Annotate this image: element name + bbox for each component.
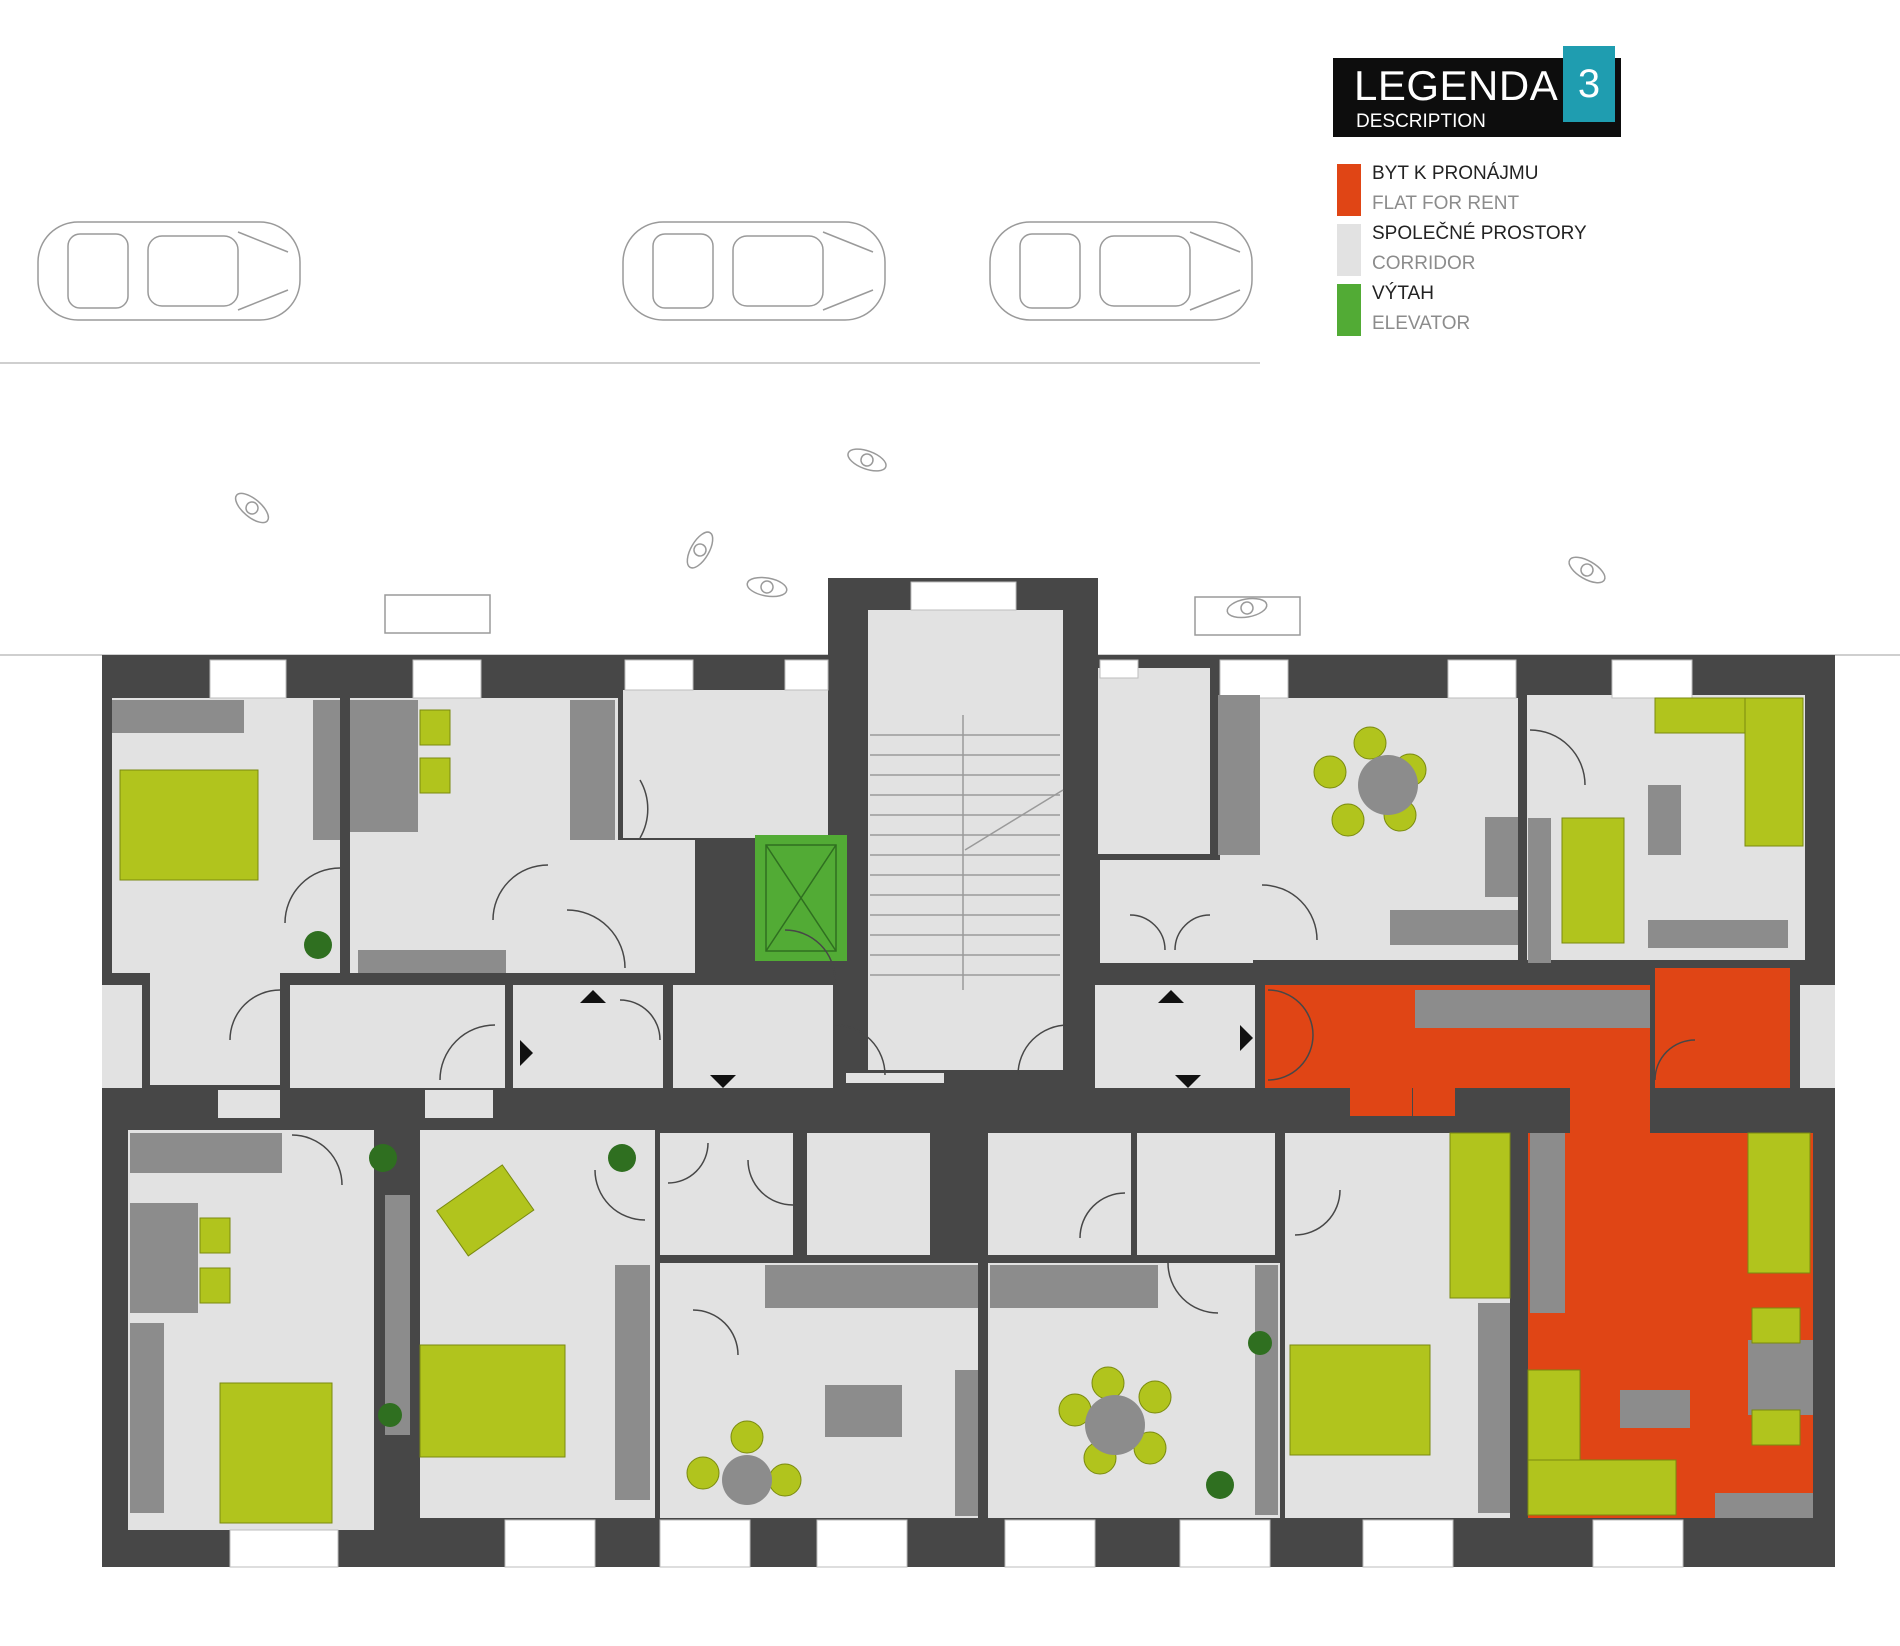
parked-car <box>622 221 886 321</box>
legend-label-en: ELEVATOR <box>1372 313 1471 334</box>
direction-arrows <box>520 990 1253 1088</box>
bench <box>1194 596 1301 636</box>
windows <box>209 581 1693 1568</box>
furniture <box>119 697 1811 1524</box>
pedestrian <box>686 531 714 569</box>
pedestrian <box>1226 597 1268 619</box>
parked-car <box>989 221 1253 321</box>
parked-car <box>37 221 301 321</box>
legend-label: SPOLEČNÉ PROSTORY <box>1372 223 1587 244</box>
legend-label-en: CORRIDOR <box>1372 253 1476 274</box>
pedestrian <box>234 492 270 524</box>
elevator-cross <box>765 844 837 952</box>
legend-item-corridor: SPOLEČNÉ PROSTORY CORRIDOR <box>1337 223 1697 276</box>
legend-label: BYT K PRONÁJMU <box>1372 163 1539 184</box>
legend-label-en: FLAT FOR RENT <box>1372 193 1520 214</box>
legend-subtitle: DESCRIPTION <box>1356 111 1486 132</box>
pedestrian <box>746 576 788 598</box>
pedestrian <box>1568 556 1606 584</box>
legend-item-flat-for-rent: BYT K PRONÁJMU FLAT FOR RENT <box>1337 163 1697 216</box>
legend-title: LEGENDA <box>1354 62 1559 109</box>
staircase <box>870 715 1064 990</box>
floor-number-badge: 3 <box>1563 46 1615 122</box>
round-tables <box>722 755 1690 1505</box>
legend-label: VÝTAH <box>1372 283 1434 304</box>
legend-item-elevator: VÝTAH ELEVATOR <box>1337 283 1697 336</box>
doors <box>229 729 1696 1356</box>
legend-swatch <box>1337 224 1361 276</box>
legend-swatch <box>1337 164 1361 216</box>
legend-swatch <box>1337 284 1361 336</box>
pedestrian <box>847 448 887 472</box>
plants <box>304 931 1272 1499</box>
bench <box>384 594 491 634</box>
cabinets <box>112 695 1813 1518</box>
